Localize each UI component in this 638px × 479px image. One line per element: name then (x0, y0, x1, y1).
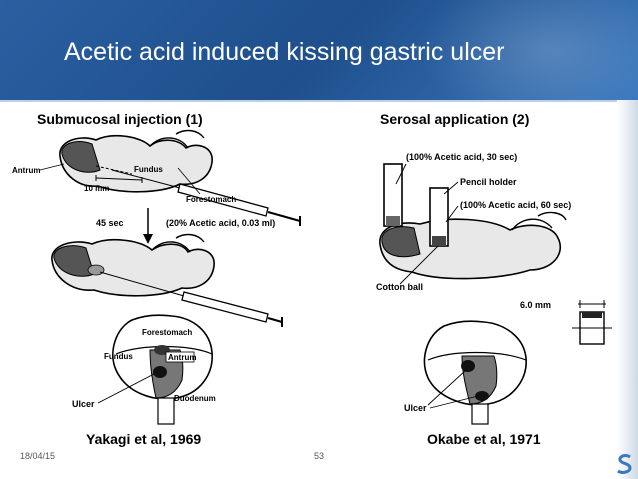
slide-date: 18/04/15 (20, 451, 56, 461)
header-sheen (418, 0, 638, 100)
label-ulcer-1: Ulcer (72, 399, 95, 409)
label-cotton-ball: Cotton ball (376, 282, 423, 292)
label-fundus-1: Fundus (134, 165, 163, 174)
right-edge-shade (617, 100, 638, 479)
label-pencil-holder: Pencil holder (460, 177, 517, 187)
caption-right: Okabe et al, 1971 (427, 431, 541, 447)
ulcer-method-figure: Submucosal injection (1) Antrum Fundus F… (12, 111, 612, 425)
syringe-2 (99, 271, 283, 327)
right-heading: Serosal application (2) (380, 111, 529, 127)
label-acid-30: (100% Acetic acid, 30 sec) (406, 152, 517, 162)
label-antrum-2: Antrum (168, 353, 196, 362)
label-diameter: 6.0 mm (520, 300, 551, 310)
stomach-diagram-2 (51, 233, 283, 327)
syringe-1 (111, 169, 301, 226)
diameter-gauge (572, 300, 612, 345)
label-fundus-2: Fundus (104, 352, 133, 361)
label-acid-60: (100% Acetic acid, 60 sec) (460, 200, 571, 210)
down-arrow-icon (143, 208, 153, 244)
label-forestomach-1: Forestomach (186, 195, 236, 204)
header-divider (0, 100, 638, 102)
label-distance: 10 mm (84, 184, 109, 193)
caption-left: Yakagi et al, 1969 (86, 431, 202, 447)
cross-section-2 (423, 320, 527, 425)
label-time: 45 sec (96, 218, 124, 228)
s-shape-logo-icon (617, 454, 632, 474)
label-ulcer-2: Ulcer (404, 403, 427, 413)
slide-title: Acetic acid induced kissing gastric ulce… (64, 38, 505, 66)
pencil-holder-2 (429, 187, 449, 247)
label-forestomach-2: Forestomach (142, 328, 192, 337)
left-heading: Submucosal injection (1) (37, 111, 203, 127)
slide-page-number: 53 (314, 451, 325, 461)
label-injection: (20% Acetic acid, 0.03 ml) (166, 218, 275, 228)
pencil-holder-1 (383, 163, 403, 227)
label-antrum-1: Antrum (12, 166, 40, 175)
label-duodenum: Duodenum (174, 394, 216, 403)
stomach-diagram-1 (59, 129, 301, 226)
slide-header: Acetic acid induced kissing gastric ulce… (0, 0, 638, 100)
stomach-diagram-3 (379, 163, 567, 280)
